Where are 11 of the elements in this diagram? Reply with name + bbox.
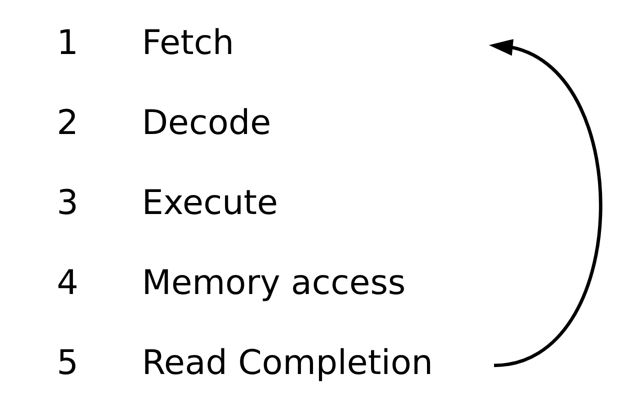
node-label: 4 — [56, 262, 78, 303]
node-text: Read Completion — [142, 342, 433, 383]
node-label: 5 — [56, 342, 78, 383]
arrow — [488, 39, 602, 368]
node-label: 2 — [56, 103, 78, 144]
node-label: 1 — [56, 23, 78, 64]
node-text: Memory access — [142, 262, 406, 303]
node-text: Fetch — [142, 23, 234, 64]
node-label: 3 — [56, 183, 78, 224]
node-text: Decode — [142, 103, 272, 144]
node-text: Execute — [142, 183, 278, 224]
